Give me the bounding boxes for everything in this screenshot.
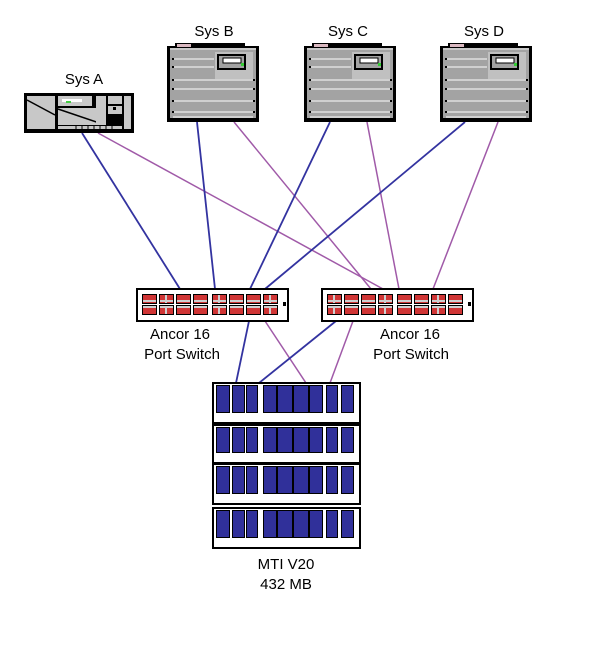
switch-port <box>159 294 174 304</box>
link-sys-c-to-switch-1-primary <box>249 121 331 290</box>
switch-port <box>361 305 376 315</box>
link-switch-2-to-storage-array-primary <box>258 320 337 384</box>
switch-port <box>344 305 359 315</box>
links-layer <box>81 121 499 384</box>
switch-port <box>378 305 393 315</box>
switch-port <box>378 294 393 304</box>
switch-port <box>361 294 376 304</box>
workstation-icon <box>24 93 134 133</box>
server-tower-icon <box>440 43 532 122</box>
switch-port <box>344 294 359 304</box>
link-switch-1-to-storage-array-secondary <box>264 320 307 384</box>
switch-port <box>229 294 244 304</box>
link-sys-c-to-switch-2-secondary <box>366 121 400 290</box>
switch-1-label-line1: Ancor 16 <box>150 326 210 343</box>
switch-port <box>246 305 261 315</box>
system-sys-d[interactable] <box>440 43 532 122</box>
link-sys-d-to-switch-1-primary <box>264 121 466 290</box>
storage-array[interactable] <box>212 382 361 549</box>
storage-label-line2: 432 MB <box>260 576 312 593</box>
switch-port <box>397 294 412 304</box>
switch-port <box>414 294 429 304</box>
link-sys-b-to-switch-2-secondary <box>233 121 372 290</box>
storage-shelf <box>212 463 361 505</box>
server-tower-icon <box>167 43 259 122</box>
switch-port <box>176 294 191 304</box>
switch-2-label-line1: Ancor 16 <box>380 326 440 343</box>
system-sys-d-label: Sys D <box>464 23 504 40</box>
system-sys-c-label: Sys C <box>328 23 368 40</box>
switch-1-label-line2: Port Switch <box>144 346 220 363</box>
switch-port <box>263 294 278 304</box>
switch-port <box>431 305 446 315</box>
link-sys-d-to-switch-2-secondary <box>432 121 499 290</box>
storage-shelf <box>212 424 361 464</box>
switch-port <box>229 305 244 315</box>
switch-port <box>263 305 278 315</box>
switch-port <box>193 294 208 304</box>
switch-port <box>212 294 227 304</box>
switch-port <box>176 305 191 315</box>
storage-label-line1: MTI V20 <box>258 556 315 573</box>
switch-port <box>397 305 412 315</box>
switches-layer <box>136 288 474 322</box>
switch-port <box>414 305 429 315</box>
link-switch-2-to-storage-array-secondary <box>329 320 354 384</box>
system-sys-a[interactable]: Sys A <box>24 71 134 133</box>
switch-port <box>142 305 157 315</box>
switch-port <box>327 294 342 304</box>
link-sys-a-to-switch-2-secondary <box>97 132 384 290</box>
link-sys-b-to-switch-1-primary <box>196 121 216 290</box>
storage-shelf <box>212 382 361 424</box>
switch-port <box>431 294 446 304</box>
switch-port <box>448 305 463 315</box>
storage-shelf <box>212 507 361 549</box>
server-tower-icon <box>304 43 396 122</box>
switch-port <box>212 305 227 315</box>
switch-2[interactable] <box>321 288 474 322</box>
link-switch-1-to-storage-array-primary <box>235 320 250 384</box>
link-sys-a-to-switch-1-primary <box>81 132 181 290</box>
system-sys-c[interactable] <box>304 43 396 122</box>
switch-port <box>159 305 174 315</box>
switch-port <box>327 305 342 315</box>
switch-1[interactable] <box>136 288 289 322</box>
towers-layer <box>167 43 532 122</box>
switch-port <box>448 294 463 304</box>
switch-port <box>193 305 208 315</box>
system-sys-b[interactable] <box>167 43 259 122</box>
system-sys-b-label: Sys B <box>194 23 233 40</box>
switch-2-label-line2: Port Switch <box>373 346 449 363</box>
switch-port <box>142 294 157 304</box>
switch-port <box>246 294 261 304</box>
system-label: Sys A <box>65 71 103 88</box>
